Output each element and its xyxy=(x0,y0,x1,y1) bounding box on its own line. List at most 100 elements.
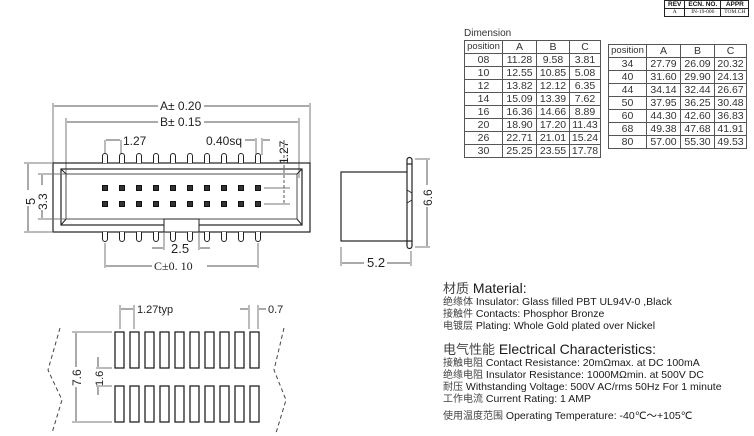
column-header: B xyxy=(536,40,570,54)
table-cell: 30.48 xyxy=(714,96,747,110)
dim-c-label: C±0. 10 xyxy=(154,259,193,273)
contact-pin xyxy=(187,201,193,207)
pin-top xyxy=(170,153,176,163)
table-cell: 9.58 xyxy=(536,53,570,67)
table-cell: 27.79 xyxy=(646,57,681,71)
polarization-key xyxy=(163,218,200,233)
table-cell: 20.32 xyxy=(714,57,747,71)
spec-operating-temperature: 使用温度范围 Operating Temperature: -40℃～+105℃ xyxy=(443,410,693,422)
pin-top xyxy=(136,153,142,163)
dim-a-label: A± 0.20 xyxy=(160,99,202,113)
table-cell: 10 xyxy=(464,66,503,80)
table-cell: 49.38 xyxy=(646,122,681,136)
pin-top xyxy=(187,153,193,163)
table-cell: 13.82 xyxy=(502,79,537,93)
contact-pin xyxy=(170,185,176,191)
pcb-pad xyxy=(234,331,245,369)
pcb-pad xyxy=(129,385,140,423)
table-cell: 36.83 xyxy=(714,109,747,123)
dim-b-label: B± 0.15 xyxy=(160,115,202,129)
pcb-pad xyxy=(144,385,155,423)
pin-top xyxy=(221,153,227,163)
table-cell: 47.68 xyxy=(680,122,715,136)
table-cell: 10.85 xyxy=(536,66,570,80)
table-cell: 14.66 xyxy=(536,105,570,119)
table-cell: 21.01 xyxy=(536,131,570,145)
contact-pin xyxy=(255,185,261,191)
table-cell: 55.30 xyxy=(680,135,715,149)
appr-value: TOM.CH xyxy=(720,8,750,17)
table-cell: 60 xyxy=(608,109,647,123)
table-cell: 29.90 xyxy=(680,70,715,84)
table-cell: 26.67 xyxy=(714,83,747,97)
table-cell: 17.78 xyxy=(569,144,601,158)
table-cell: 68 xyxy=(608,122,647,136)
pin-bottom xyxy=(255,232,261,242)
contact-pin xyxy=(204,201,210,207)
column-header: C xyxy=(569,40,601,54)
spec-contact-resistance: 接触电阻 Contact Resistance: 20mΩmax. at DC … xyxy=(443,357,700,369)
table-cell: 14 xyxy=(464,92,503,106)
contact-pin xyxy=(238,185,244,191)
table-cell: 22.71 xyxy=(502,131,537,145)
pin-bottom xyxy=(136,232,142,242)
pcb-pad xyxy=(219,385,230,423)
spec-insulator-resistance: 绝缘电阻 Insulator Resistance: 1000MΩmin. at… xyxy=(443,369,704,381)
table-cell: 3.81 xyxy=(569,53,601,67)
pcb-pad xyxy=(129,331,140,369)
break-line-right xyxy=(273,327,287,434)
pad-width-label: 0.7 xyxy=(268,304,283,316)
pcb-pad xyxy=(204,385,215,423)
pcb-pad xyxy=(159,331,170,369)
contact-pin xyxy=(187,185,193,191)
table-cell: 41.91 xyxy=(714,122,747,136)
contact-pin xyxy=(221,185,227,191)
table-cell: 8.89 xyxy=(569,105,601,119)
pcb-pad xyxy=(144,331,155,369)
pcb-layout-drawing: 1.27typ 0.7 7.6 1.6 xyxy=(47,304,287,434)
table-cell: 17.20 xyxy=(536,118,570,132)
pcb-pad xyxy=(234,385,245,423)
table-cell: 11.43 xyxy=(569,118,601,132)
front-view-pins xyxy=(102,153,261,242)
column-header: position xyxy=(464,40,503,54)
spec-withstanding-voltage: 耐压 Withstanding Voltage: 500V AC/rms 50H… xyxy=(443,381,722,393)
contact-pin xyxy=(119,201,125,207)
pcb-pad xyxy=(219,331,230,369)
table-cell: 18.90 xyxy=(502,118,537,132)
pin-top xyxy=(153,153,159,163)
pin-size-label: 0.40sq xyxy=(206,134,242,148)
contact-pin xyxy=(136,201,142,207)
table-cell: 42.60 xyxy=(680,109,715,123)
electrical-heading: 电气性能 Electrical Characteristics: xyxy=(443,341,657,358)
ecn-header: ECN. NO. xyxy=(684,0,722,9)
column-header: B xyxy=(680,44,715,58)
housing-cavity xyxy=(60,168,303,226)
contact-pin xyxy=(204,185,210,191)
table-cell: 12.55 xyxy=(502,66,537,80)
table-cell: 49.53 xyxy=(714,135,747,149)
pitch-label: 1.27 xyxy=(123,134,147,148)
table-cell: 34 xyxy=(608,57,647,71)
pin-bottom xyxy=(102,232,108,242)
pcb-pad xyxy=(159,385,170,423)
spec-plating: 电镀层 Plating: Whole Gold plated over Nick… xyxy=(443,320,656,332)
overall-length-label: 7.6 xyxy=(70,369,84,386)
pin-bottom xyxy=(204,232,210,242)
pin-bottom xyxy=(170,232,176,242)
contact-pin xyxy=(255,201,261,207)
dimension-table-title: Dimension xyxy=(464,28,512,39)
pcb-pad xyxy=(249,331,260,369)
spec-insulator: 绝缘体 Insulator: Glass filled PBT UL94V-0 … xyxy=(443,296,672,308)
table-cell: 08 xyxy=(464,53,503,67)
